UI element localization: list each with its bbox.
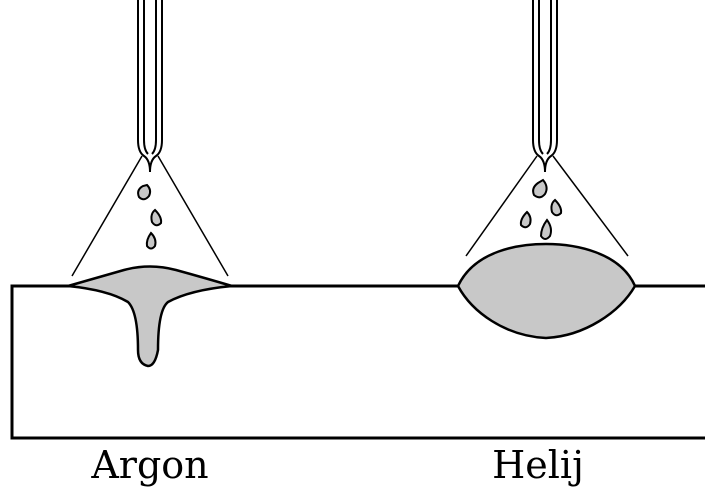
droplet bbox=[137, 183, 152, 201]
helium-group bbox=[456, 0, 637, 340]
helium-arc-cone bbox=[465, 155, 629, 257]
helium-label: Helij bbox=[492, 443, 584, 487]
argon-weld-bead bbox=[67, 265, 233, 368]
droplet bbox=[519, 210, 532, 229]
helium-weld-bead bbox=[456, 242, 637, 340]
droplet bbox=[150, 208, 163, 227]
argon-electrode bbox=[137, 0, 163, 173]
argon-arc-cone bbox=[71, 155, 229, 277]
argon-group bbox=[67, 0, 233, 368]
workpiece bbox=[10, 284, 705, 440]
droplet bbox=[532, 178, 548, 199]
droplet bbox=[145, 231, 157, 250]
argon-label: Argon bbox=[91, 443, 209, 487]
workpiece-outline bbox=[10, 284, 705, 440]
helium-droplets bbox=[519, 178, 563, 240]
droplet bbox=[539, 218, 552, 240]
helium-electrode bbox=[532, 0, 558, 173]
droplet bbox=[550, 198, 563, 217]
argon-droplets bbox=[137, 183, 163, 250]
